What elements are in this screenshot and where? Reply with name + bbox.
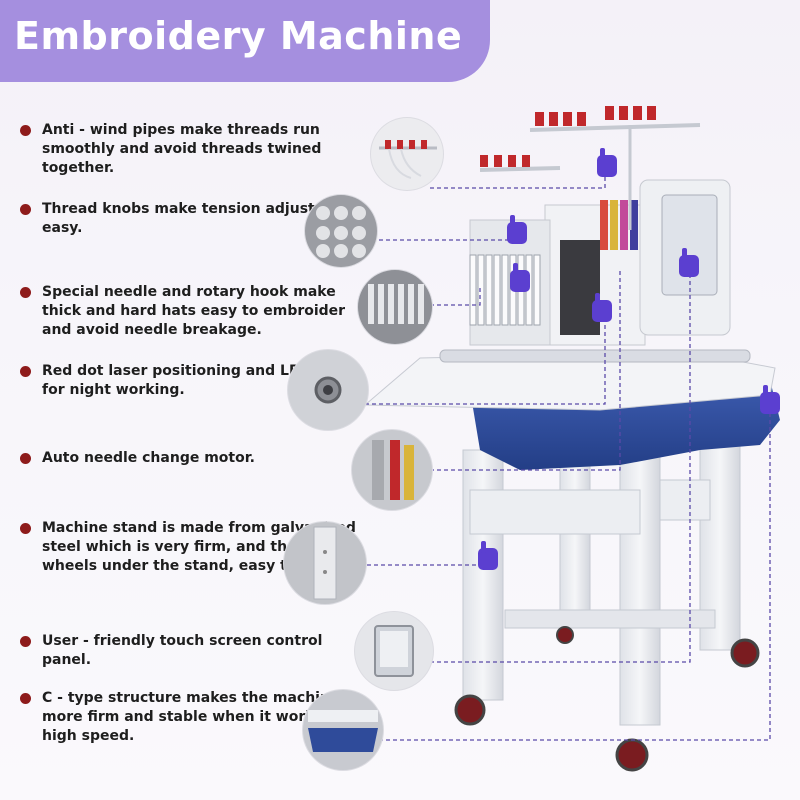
feature-text: Special needle and rotary hook make thic… <box>42 284 346 338</box>
thread-stand <box>479 106 701 230</box>
detail-touch-screen <box>355 612 433 690</box>
title-banner: Embroidery Machine <box>0 0 490 82</box>
detail-machine-stand <box>284 522 366 604</box>
bullet-dot-icon <box>20 204 31 215</box>
detail-c-structure <box>303 690 383 770</box>
bullet-dot-icon <box>20 125 31 136</box>
page-title: Embroidery Machine <box>14 14 463 58</box>
feature-text: User - friendly touch screen control pan… <box>42 633 323 668</box>
detail-needle-motor <box>352 430 432 510</box>
detail-thread-knobs <box>305 195 377 267</box>
bullet-dot-icon <box>20 453 31 464</box>
feature-text: Anti - wind pipes make threads run smoot… <box>42 122 322 176</box>
hand-pointer-icon <box>507 215 527 244</box>
stand-wheels <box>454 626 760 772</box>
hand-pointer-icon <box>478 541 498 570</box>
machine-stand <box>462 429 741 726</box>
bullet-dot-icon <box>20 366 31 377</box>
hand-pointer-icon <box>592 293 612 322</box>
bullet-dot-icon <box>20 636 31 647</box>
feature-text: Machine stand is made from galvanized st… <box>42 520 359 574</box>
feature-text: Auto needle change motor. <box>42 450 255 466</box>
bullet-dot-icon <box>20 287 31 298</box>
bullet-dot-icon <box>20 523 31 534</box>
hand-pointer-icon <box>510 263 530 292</box>
feature-text: C - type structure makes the machine mor… <box>42 690 344 744</box>
detail-anti-wind-pipes <box>371 118 443 190</box>
hand-pointer-icon <box>679 248 699 277</box>
feature-text: Thread knobs make tension adjustment eas… <box>42 201 356 236</box>
work-table <box>363 351 776 411</box>
hand-pointer-icon <box>597 148 617 177</box>
detail-laser-led <box>288 350 368 430</box>
detail-needle-hook <box>358 270 432 344</box>
bullet-dot-icon <box>20 693 31 704</box>
feature-text: Red dot laser positioning and LED lamp f… <box>42 363 354 398</box>
hand-pointer-icon <box>760 385 780 414</box>
